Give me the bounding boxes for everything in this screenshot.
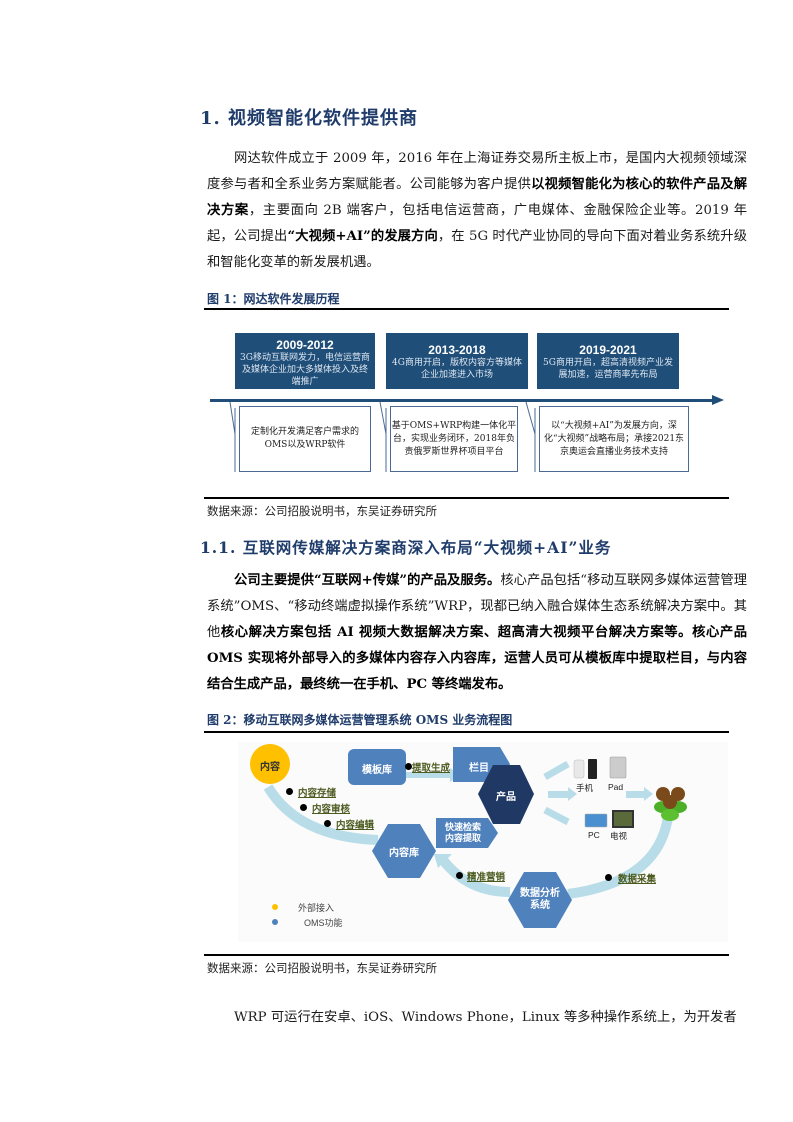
bold-run: 以视频智能化为核心的软件产品及解决方案 <box>207 177 747 218</box>
search-line-2: 内容提取 <box>444 833 481 843</box>
intro-paragraph: 网达软件成立于 2009 年，2016 年在上海证券交易所主板上市，是国内大视频… <box>207 146 747 276</box>
search-line-1: 快速检索 <box>444 822 481 832</box>
device-pad-label: Pad <box>608 782 624 792</box>
analytics-label: 数据分析 系统 <box>514 888 566 912</box>
bold-run: 公司主要提供“互联网+传媒”的产品及服务。 <box>234 573 501 588</box>
figure-1-bottom-rule <box>204 497 729 499</box>
content-node <box>250 744 290 784</box>
phase-desc: 3G移动互联网发力，电信运营商及媒体企业加大多媒体投入及终端推广 <box>240 353 370 387</box>
flow-dot-icon <box>605 874 612 881</box>
bold-run: “大视频+AI”的发展方向 <box>287 229 438 244</box>
timeline-note-2: 基于OMS+WRP构建一体化平台，实现业务闭环，2018年负责俄罗斯世界杯项目平… <box>390 406 518 472</box>
figure-2-top-rule <box>204 731 729 733</box>
oms-flow-diagram: 内容 模板库 栏目 产品 快速检索 内容提取 内容库 数据分析 系统 提取生成 … <box>238 742 728 942</box>
flow-dot-icon <box>405 763 412 770</box>
phase-desc: 5G商用开启，超高清视频产业发展加速，运营商率先布局 <box>543 358 673 380</box>
device-pc-label: PC <box>588 830 600 840</box>
users-icon <box>654 787 687 821</box>
analytics-line-2: 系统 <box>530 900 550 911</box>
search-extract-label: 快速检索 内容提取 <box>438 822 488 844</box>
analytics-line-1: 数据分析 <box>520 888 560 899</box>
phase-year: 2019-2021 <box>579 343 637 357</box>
figure-2-bottom-rule <box>204 954 729 956</box>
product-label: 产品 <box>496 792 516 803</box>
timeline-axis <box>210 399 714 402</box>
timeline-connectors <box>229 401 536 472</box>
closing-paragraph: WRP 可运行在安卓、iOS、Windows Phone，Linux 等多种操作… <box>234 1010 737 1025</box>
device-phone-label: 手机 <box>576 783 594 793</box>
figure-2-title: 图 2：移动互联网多媒体运营管理系统 OMS 业务流程图 <box>207 713 513 727</box>
content-lib-label: 内容库 <box>389 848 419 859</box>
timeline-phase-2: 2013-2018 4G商用开启，版权内容方等媒体企业加速进入市场 <box>386 333 528 389</box>
flow-label-extract: 提取生成 <box>412 763 451 774</box>
text-run: ，主要面向 2B 端客户，包括电信运营商，广电媒体、金融保险企业等。2019 年… <box>207 203 748 244</box>
flow-label-marketing: 精准营销 <box>467 872 506 883</box>
content-node-label: 内容 <box>260 762 280 773</box>
column-label: 栏目 <box>469 763 489 774</box>
device-tv-label: 电视 <box>610 831 628 841</box>
timeline-arrow-icon <box>712 395 724 405</box>
legend-oms: OMS功能 <box>304 918 343 928</box>
figure-1-source: 数据来源：公司招股说明书，东吴证券研究所 <box>207 504 437 518</box>
phase-desc: 4G商用开启，版权内容方等媒体企业加速进入市场 <box>392 358 522 380</box>
phase-year: 2013-2018 <box>428 343 486 357</box>
flow-dot-icon <box>286 788 293 795</box>
note-text: 基于OMS+WRP构建一体化平台，实现业务闭环，2018年负责俄罗斯世界杯项目平… <box>391 420 517 457</box>
section-1-1-paragraph: 公司主要提供“互联网+传媒”的产品及服务。核心产品包括“移动互联网多媒体运营管理… <box>207 568 747 698</box>
text-run: ，在 5G 时代产业协同的导向下面对着业务系统升级和智能化变革的新发展机遇。 <box>207 229 748 270</box>
timeline-note-1: 定制化开发满足客户需求的OMS以及WRP软件 <box>239 406 371 472</box>
timeline-phase-1: 2009-2012 3G移动互联网发力，电信运营商及媒体企业加大多媒体投入及终端… <box>235 333 375 389</box>
figure-1-title: 图 1：网达软件发展历程 <box>207 292 340 306</box>
figure-2-source: 数据来源：公司招股说明书，东吴证券研究所 <box>207 961 437 975</box>
timeline-phase-3: 2019-2021 5G商用开启，超高清视频产业发展加速，运营商率先布局 <box>537 333 679 389</box>
section-heading-1: 1. 视频智能化软件提供商 <box>200 108 419 129</box>
section-heading-1-1: 1.1. 互联网传媒解决方案商深入布局“大视频+AI”业务 <box>200 538 612 557</box>
flow-dot-icon <box>324 820 331 827</box>
text-run: 核心产品包括“移动互联网多媒体运营管理系统”OMS、“移动终端虚拟操作系统”WR… <box>207 573 747 640</box>
flow-dot-icon <box>456 872 463 879</box>
flow-dot-icon <box>300 804 307 811</box>
phase-year: 2009-2012 <box>276 338 334 352</box>
flow-label-collect: 数据采集 <box>618 874 657 885</box>
note-text: 以“大视频+AI”为发展方向，深化“大视频”战略布局；承接2021东京奥运会直播… <box>543 420 685 457</box>
flow-label-review: 内容审核 <box>312 804 351 815</box>
text-run: 网达软件成立于 2009 年，2016 年在上海证券交易所主板上市，是国内大视频… <box>207 151 747 192</box>
bold-run: 核心解决方案包括 AI 视频大数据解决方案、超高清大视频平台解决方案等。核心产品… <box>207 625 748 692</box>
flow-arrows <box>250 744 687 928</box>
flow-label-store: 内容存储 <box>298 788 337 799</box>
legend-external: 外部接入 <box>298 903 335 913</box>
note-text: 定制化开发满足客户需求的OMS以及WRP软件 <box>250 427 359 450</box>
figure-1-top-rule <box>204 308 729 310</box>
template-lib-label: 模板库 <box>362 765 392 776</box>
timeline-note-3: 以“大视频+AI”为发展方向，深化“大视频”战略布局；承接2021东京奥运会直播… <box>539 406 689 472</box>
flow-label-edit: 内容编辑 <box>336 820 375 831</box>
